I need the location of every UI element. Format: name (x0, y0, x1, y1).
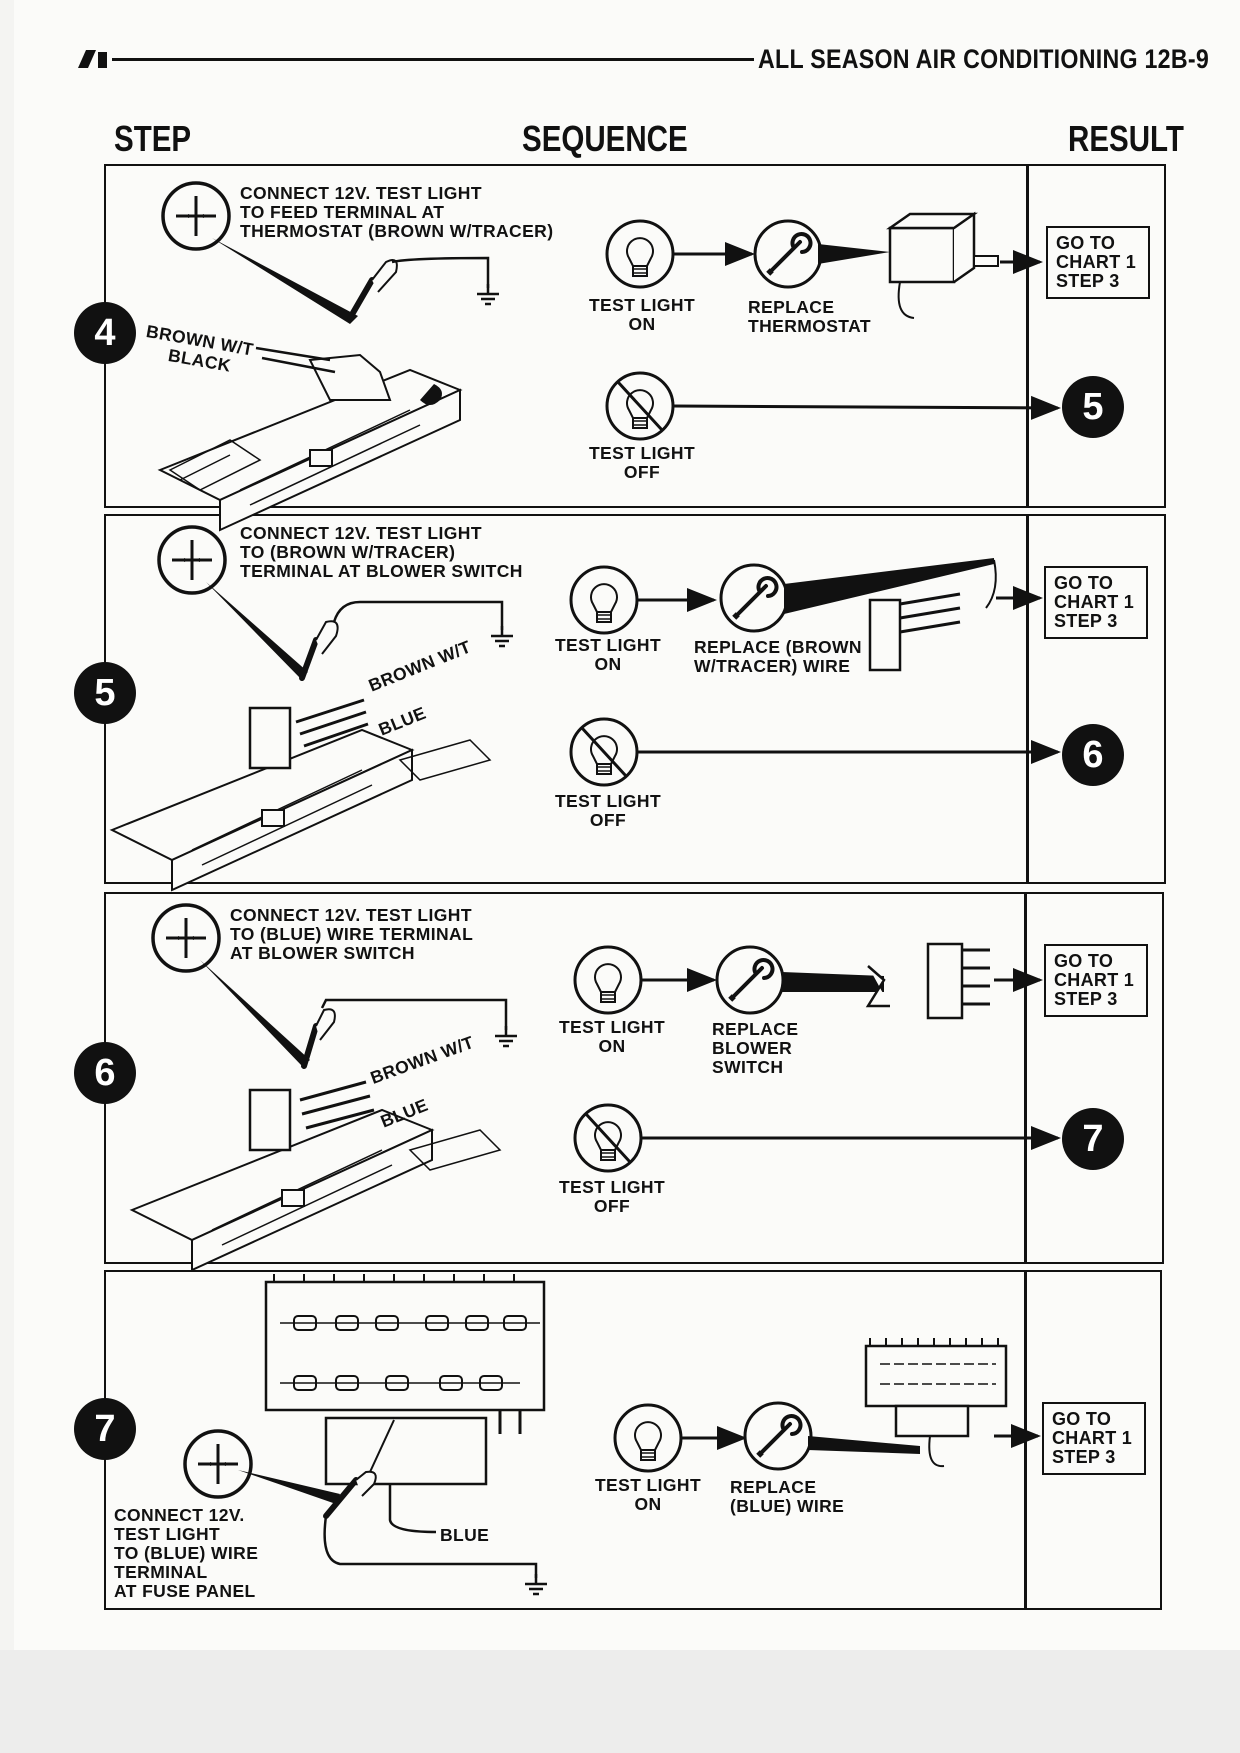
step5-off-label: TEST LIGHT OFF (554, 791, 662, 830)
step-panel-7 (104, 1270, 1162, 1610)
step7-wire-label-blue: BLUE (440, 1525, 490, 1545)
logo-mark (78, 50, 107, 68)
step-number-5: 5 (74, 662, 136, 724)
column-result: RESULT (1068, 118, 1184, 159)
step5-action-label: REPLACE (BROWN W/TRACER) WIRE (694, 637, 862, 676)
column-step: STEP (114, 118, 192, 159)
step5-instruction: CONNECT 12V. TEST LIGHT TO (BROWN W/TRAC… (240, 523, 523, 581)
next-step-badge-6: 7 (1062, 1108, 1124, 1170)
step6-off-label: TEST LIGHT OFF (558, 1177, 666, 1216)
step4-action-label: REPLACE THERMOSTAT (748, 297, 871, 336)
step7-on-label: TEST LIGHT ON (594, 1475, 702, 1514)
next-step-badge-5: 6 (1062, 724, 1124, 786)
step5-result-box: GO TO CHART 1 STEP 3 (1044, 566, 1148, 639)
step7-instruction: CONNECT 12V. TEST LIGHT TO (BLUE) WIRE T… (114, 1505, 259, 1601)
step6-on-label: TEST LIGHT ON (558, 1017, 666, 1056)
step4-off-label: TEST LIGHT OFF (588, 443, 696, 482)
step-number-7: 7 (74, 1398, 136, 1460)
step7-result-box: GO TO CHART 1 STEP 3 (1042, 1402, 1146, 1475)
step4-result-box: GO TO CHART 1 STEP 3 (1046, 226, 1150, 299)
header-rule (112, 58, 754, 61)
step5-on-label: TEST LIGHT ON (554, 635, 662, 674)
step6-action-label: REPLACE BLOWER SWITCH (712, 1019, 799, 1077)
step-number-4: 4 (74, 302, 136, 364)
step7-action-label: REPLACE (BLUE) WIRE (730, 1477, 845, 1516)
step4-on-label: TEST LIGHT ON (588, 295, 696, 334)
step6-instruction: CONNECT 12V. TEST LIGHT TO (BLUE) WIRE T… (230, 905, 474, 963)
column-sequence: SEQUENCE (522, 118, 688, 159)
step4-instruction: CONNECT 12V. TEST LIGHT TO FEED TERMINAL… (240, 183, 554, 241)
step6-result-box: GO TO CHART 1 STEP 3 (1044, 944, 1148, 1017)
next-step-badge-4: 5 (1062, 376, 1124, 438)
step-number-6: 6 (74, 1042, 136, 1104)
page-title: ALL SEASON AIR CONDITIONING 12B-9 (758, 44, 1210, 74)
scan-margin (0, 1650, 1240, 1753)
